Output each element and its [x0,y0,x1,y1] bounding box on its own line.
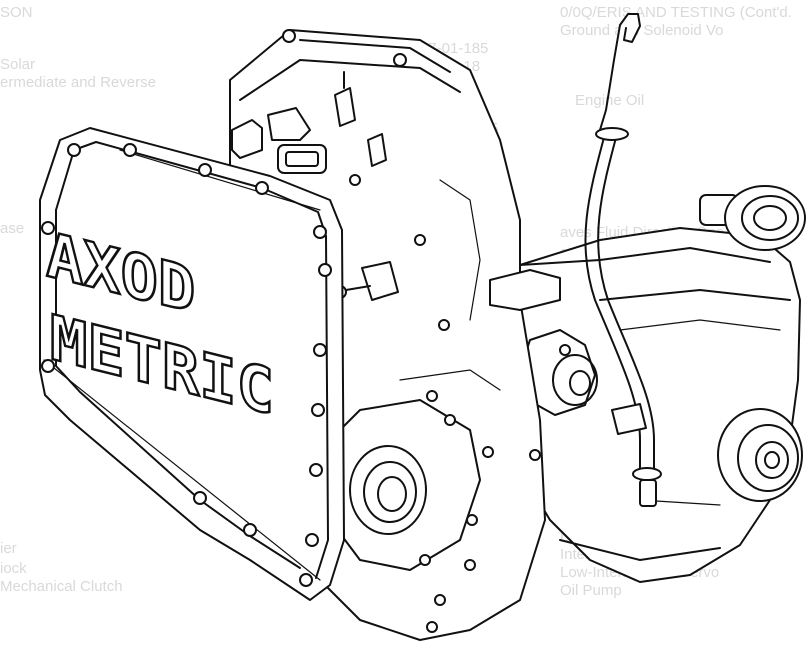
axle-seal-right [717,408,803,502]
top-connectors [231,71,399,301]
pan-bolts [41,143,332,587]
output-flange [699,185,806,251]
oil-pan-cover [39,127,345,601]
mount-bracket [489,269,647,435]
axle-seal-left [349,445,427,535]
